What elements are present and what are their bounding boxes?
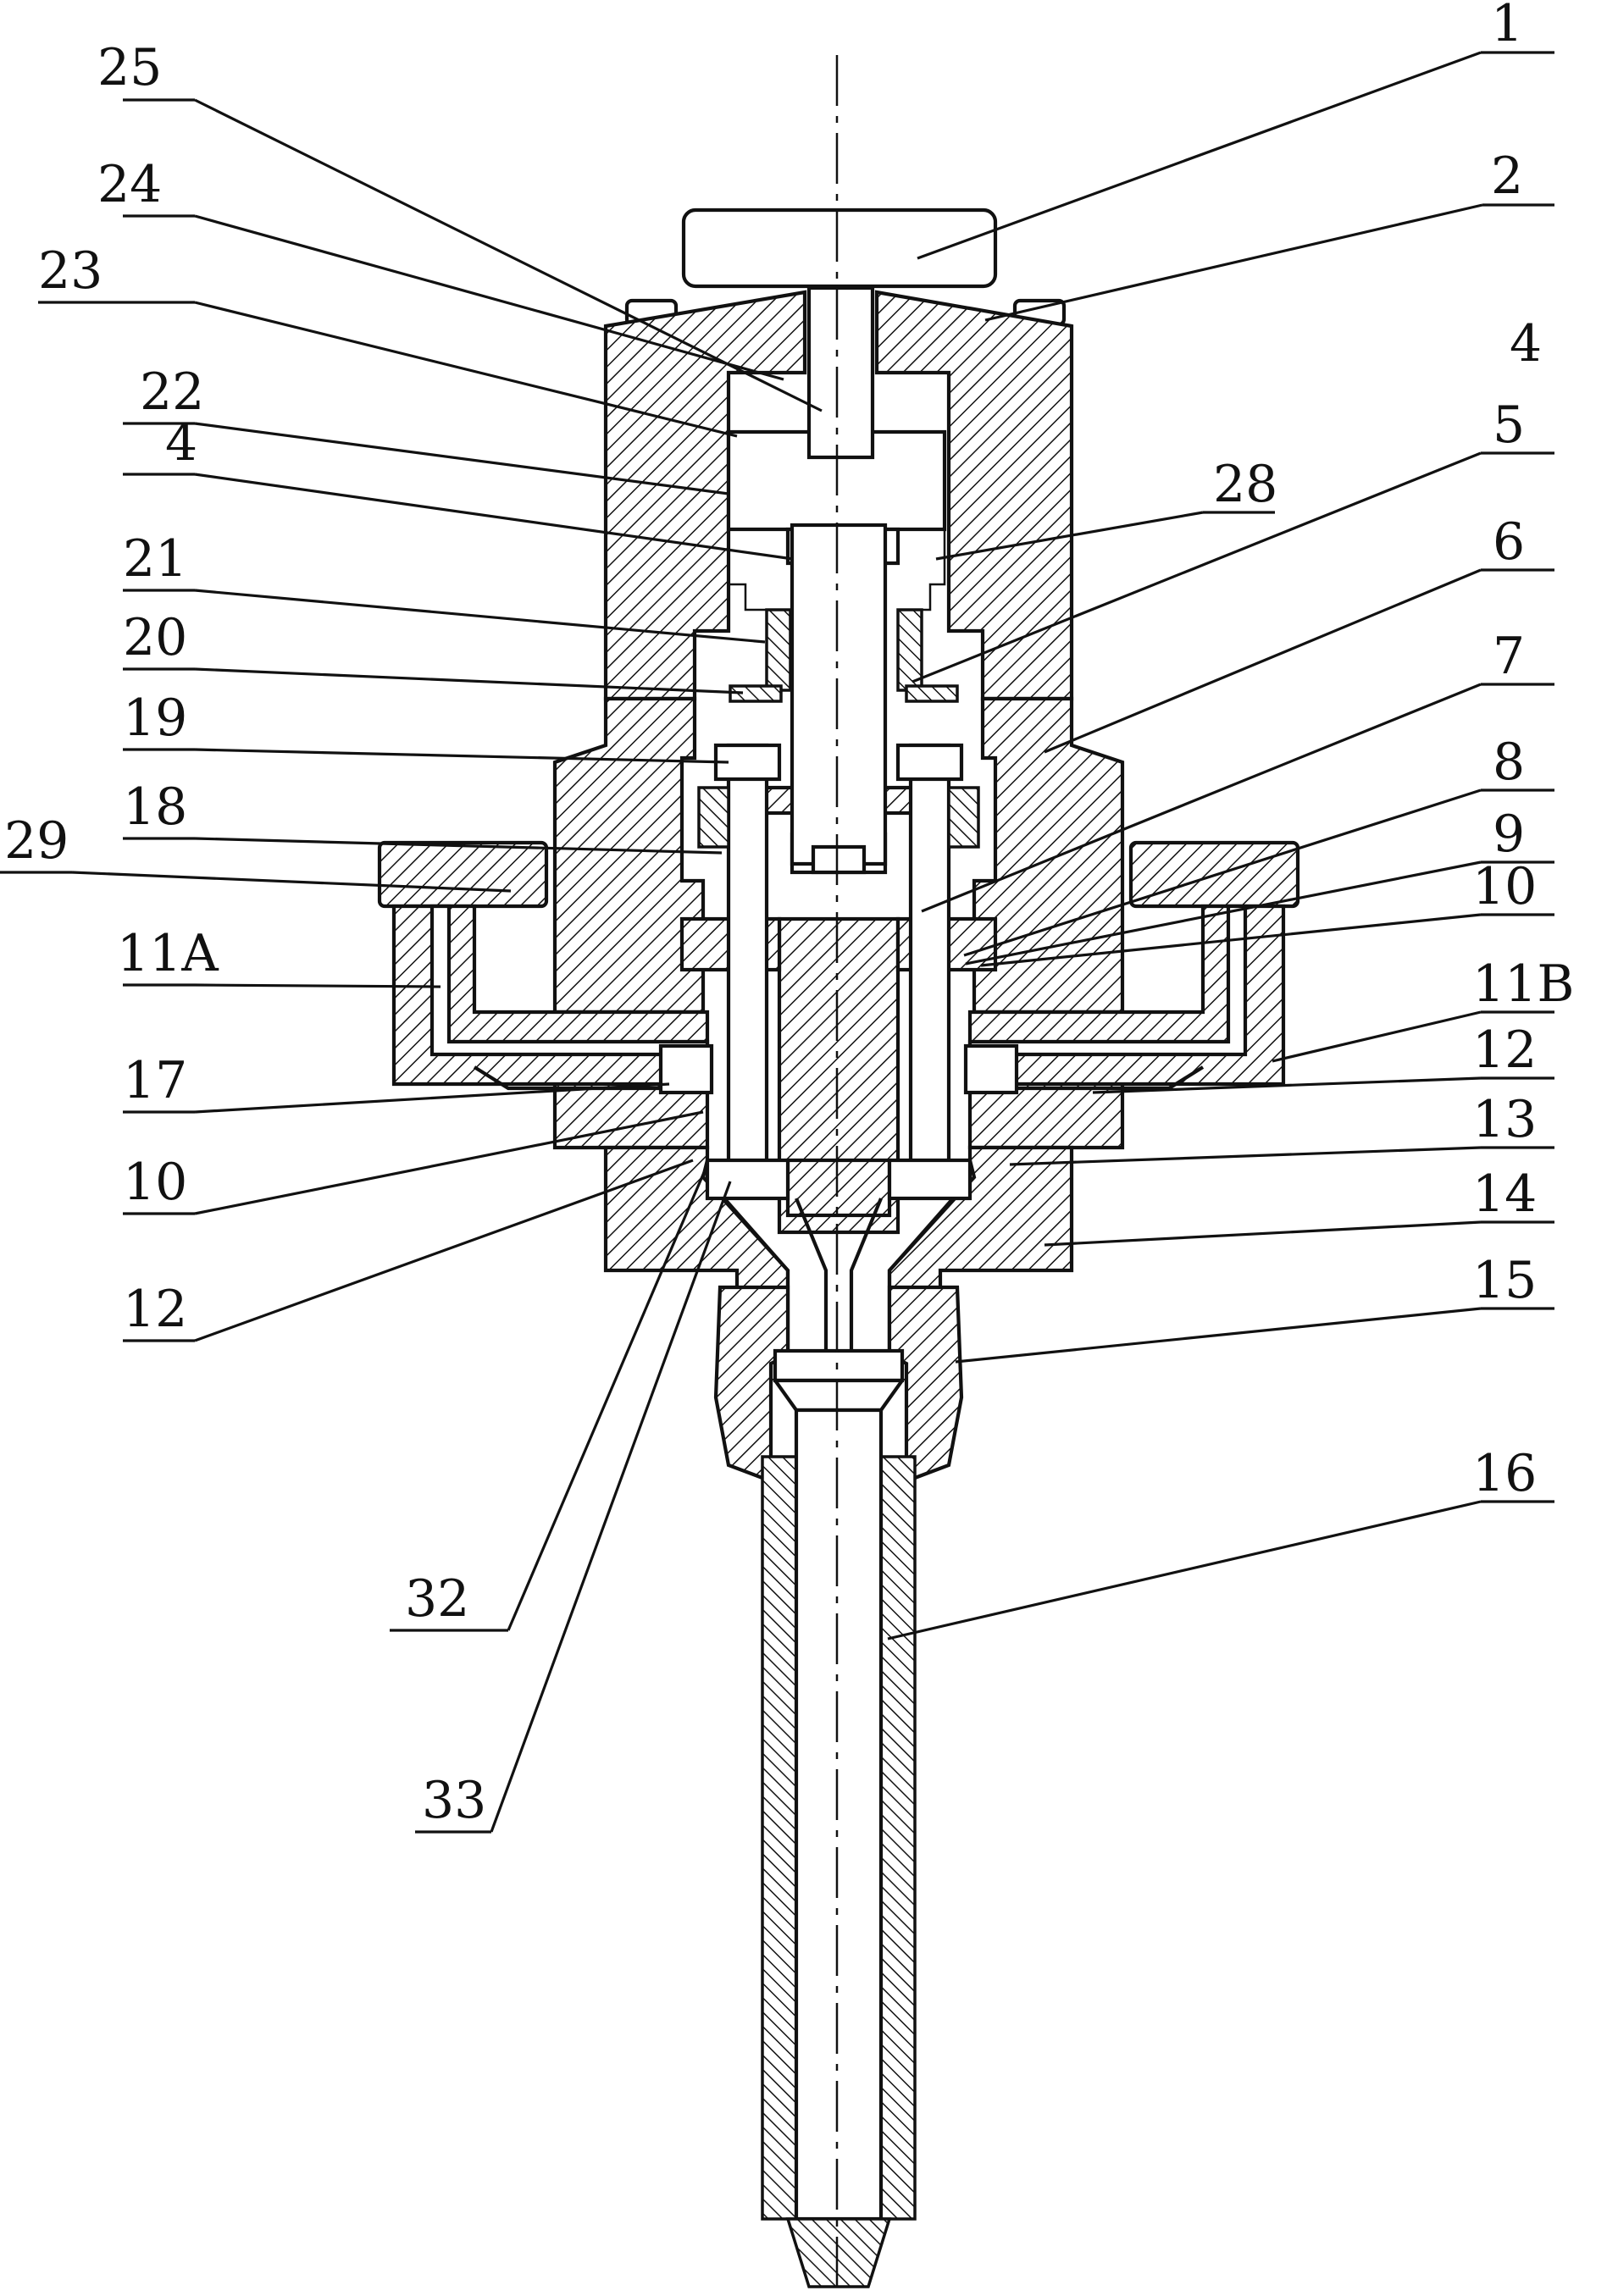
callout-10-right: 10 xyxy=(1472,857,1537,916)
callout-6: 6 xyxy=(1493,512,1525,572)
callout-15: 15 xyxy=(1472,1251,1537,1310)
callout-28: 28 xyxy=(1213,455,1277,514)
callout-14: 14 xyxy=(1472,1165,1537,1224)
callout-1: 1 xyxy=(1491,0,1523,53)
callout-5: 5 xyxy=(1493,396,1525,455)
callout-24: 24 xyxy=(97,155,162,214)
callout-20: 20 xyxy=(123,608,187,667)
callout-10-left: 10 xyxy=(123,1153,187,1212)
callout-18: 18 xyxy=(123,777,187,837)
callout-7: 7 xyxy=(1493,627,1525,686)
callout-4-left: 4 xyxy=(165,413,197,473)
callout-13: 13 xyxy=(1472,1090,1537,1149)
callout-11a: 11A xyxy=(117,924,219,983)
callout-33: 33 xyxy=(422,1771,486,1830)
callout-25: 25 xyxy=(97,38,162,97)
callout-17: 17 xyxy=(123,1051,187,1110)
callout-11b: 11B xyxy=(1472,954,1574,1014)
callout-32: 32 xyxy=(405,1569,469,1629)
callout-19: 19 xyxy=(123,689,187,748)
callout-29: 29 xyxy=(4,811,69,871)
callout-4-right: 4 xyxy=(1510,314,1542,373)
callout-23: 23 xyxy=(38,241,103,301)
callout-9: 9 xyxy=(1493,805,1525,864)
callout-16: 16 xyxy=(1472,1444,1537,1503)
callout-leaders xyxy=(0,51,1554,1834)
callout-labels: 1 2 4 5 6 7 8 9 10 11B 12 13 14 15 16 25… xyxy=(4,0,1574,1830)
valve-body xyxy=(377,207,1300,2288)
callout-8: 8 xyxy=(1493,733,1525,792)
callout-21: 21 xyxy=(123,529,187,589)
callout-22: 22 xyxy=(140,362,204,422)
callout-12-left: 12 xyxy=(123,1280,187,1339)
callout-2: 2 xyxy=(1491,147,1523,206)
callout-12-right: 12 xyxy=(1472,1021,1537,1080)
